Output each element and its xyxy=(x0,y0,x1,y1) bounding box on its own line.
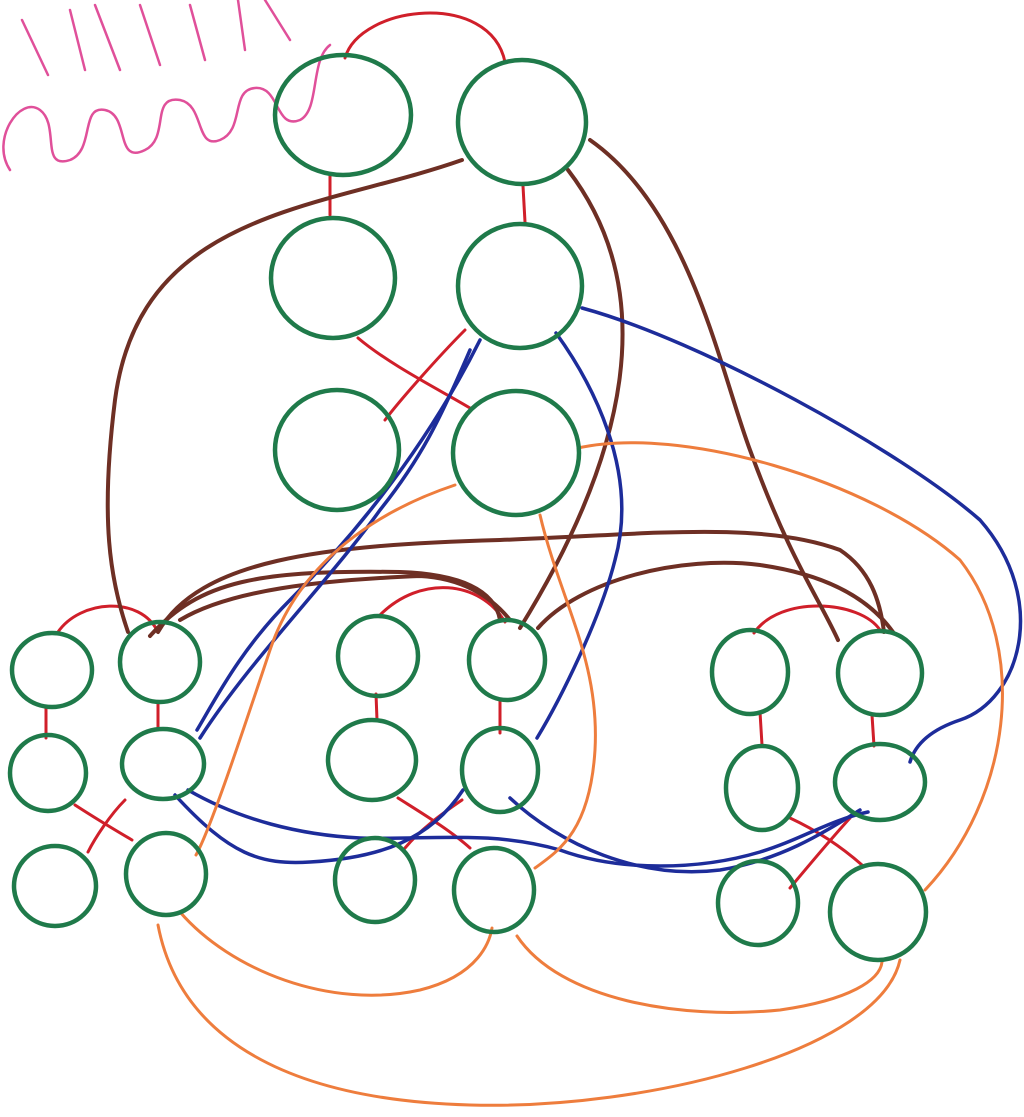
graph-node xyxy=(268,215,398,341)
pink-coil-stroke xyxy=(2,43,332,172)
red-edge xyxy=(758,710,764,747)
graph-node xyxy=(123,830,209,918)
blue-edge xyxy=(535,331,624,740)
orange-edge xyxy=(156,923,902,1107)
orange-edge xyxy=(576,441,1004,892)
red-edge xyxy=(752,604,882,635)
orange-edges xyxy=(156,441,1004,1107)
red-edge xyxy=(86,798,127,854)
red-edge xyxy=(383,328,467,422)
graph-node xyxy=(715,858,801,948)
graph-node xyxy=(832,741,928,823)
red-edge xyxy=(73,803,134,842)
red-edge xyxy=(343,11,507,64)
graph-node xyxy=(325,717,419,803)
brown-edge xyxy=(536,560,895,634)
orange-edge xyxy=(194,483,457,857)
blue-edge xyxy=(173,788,465,865)
pink-hatch-7 xyxy=(263,0,292,42)
red-edge xyxy=(374,692,379,722)
graph-node xyxy=(9,630,95,710)
graph-node xyxy=(332,835,418,925)
brown-edge xyxy=(156,529,886,634)
pink-hatch-6 xyxy=(236,0,247,52)
graph-node xyxy=(459,725,541,815)
blue-edge xyxy=(198,348,472,740)
pink-hatch-2 xyxy=(68,8,87,72)
graph-node xyxy=(117,619,203,705)
graph-node xyxy=(723,743,801,833)
graph-node xyxy=(835,628,925,718)
graph-node xyxy=(709,627,791,717)
graph-node xyxy=(7,732,89,814)
brown-edge xyxy=(178,574,512,622)
brown-edge xyxy=(105,158,464,634)
graph-node xyxy=(11,843,99,929)
graph-node xyxy=(450,388,582,518)
pink-hatch-4 xyxy=(138,3,162,67)
blue-edge xyxy=(508,796,862,874)
graph-node xyxy=(455,221,585,351)
nodes xyxy=(7,52,929,963)
graph-node xyxy=(451,845,537,935)
graph-node xyxy=(119,726,207,802)
pink-hatch-5 xyxy=(188,3,207,62)
graph-node xyxy=(335,613,421,699)
orange-edge xyxy=(178,910,494,997)
graph-node xyxy=(272,52,414,178)
red-edge xyxy=(521,184,527,224)
graph-node xyxy=(272,387,402,513)
orange-edge xyxy=(515,934,884,1014)
graph-node xyxy=(455,57,589,187)
orange-edge xyxy=(533,513,597,870)
blue-edge xyxy=(195,338,482,732)
brown-edge xyxy=(518,168,625,630)
brown-edges xyxy=(105,138,895,642)
graph-node xyxy=(827,861,929,963)
blue-edge xyxy=(580,306,1023,764)
red-edge xyxy=(870,713,876,748)
brown-edge xyxy=(588,138,840,642)
graph-node xyxy=(466,617,548,703)
pink-hatch-1 xyxy=(20,18,50,77)
red-edge xyxy=(356,336,472,410)
pink-hatch-3 xyxy=(93,3,122,72)
blue-edge xyxy=(186,788,870,868)
